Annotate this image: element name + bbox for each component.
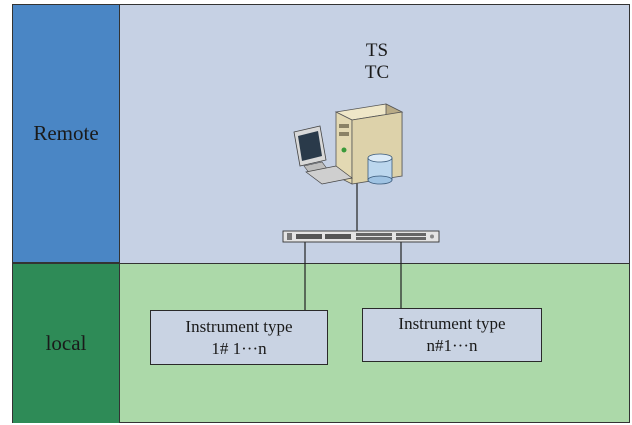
server-label-ts: TS [365,40,389,61]
server-label: TS TC [352,40,402,84]
local-label-cell: local [12,263,120,423]
remote-label: Remote [33,121,99,145]
instrument-2-type: Instrument type [398,314,506,333]
instrument-1-range: 1# 1···n [211,338,267,358]
server-computer-icon [293,103,404,185]
instrument-box-1: Instrument type 1# 1···n [150,310,328,365]
instrument-2-range: n#1···n [426,336,478,355]
instrument-box-2: Instrument type n#1···n [362,308,542,362]
network-switch-icon [282,230,440,243]
instrument-1-type: Instrument type [185,316,293,336]
local-label: local [45,331,87,355]
server-label-tc: TC [364,62,390,83]
remote-label-cell: Remote [12,4,120,263]
